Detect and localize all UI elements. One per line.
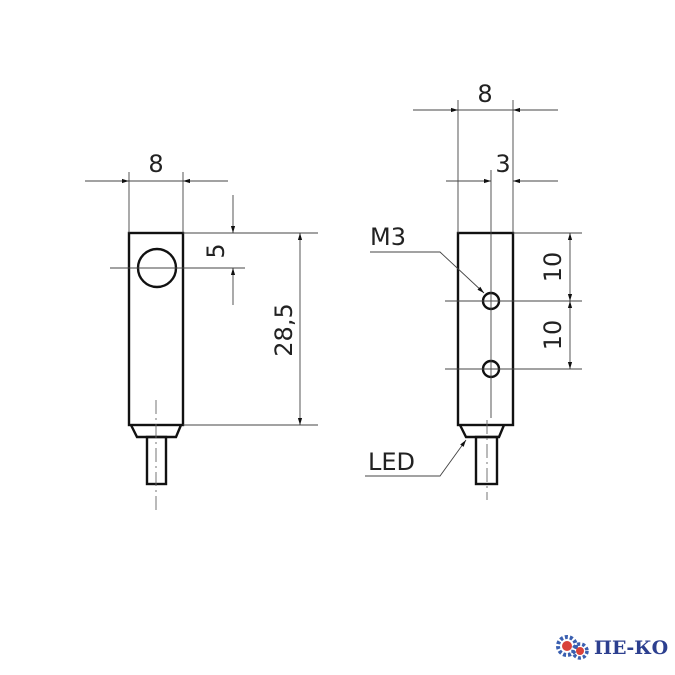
cable-taper — [458, 424, 506, 439]
thread-callout: M3 — [370, 223, 406, 251]
right-width-dimension: 8 — [477, 80, 492, 108]
left-view-sensor: 8 5 28,5 — [85, 150, 318, 512]
left-length-dimension: 28,5 — [270, 303, 298, 356]
logo-text: ПЕ-КО — [594, 637, 669, 659]
gears-icon — [556, 635, 589, 660]
hole-spacing-top-dimension: 10 — [539, 252, 567, 283]
hole-offset-dimension: 3 — [495, 150, 510, 178]
cable-pin — [474, 435, 499, 486]
right-view-sensor: 8 3 10 10 M3 LED — [365, 80, 582, 500]
left-width-dimension: 8 — [148, 150, 163, 178]
left-hole-offset-dimension: 5 — [202, 243, 230, 258]
company-logo: ПЕ-КО — [555, 634, 668, 662]
led-leader-line — [365, 439, 467, 477]
hole-spacing-bottom-dimension: 10 — [539, 320, 567, 351]
led-callout: LED — [368, 448, 415, 476]
sensor-body — [456, 231, 515, 427]
cable-pin — [145, 435, 168, 486]
thread-leader-line — [370, 251, 485, 294]
